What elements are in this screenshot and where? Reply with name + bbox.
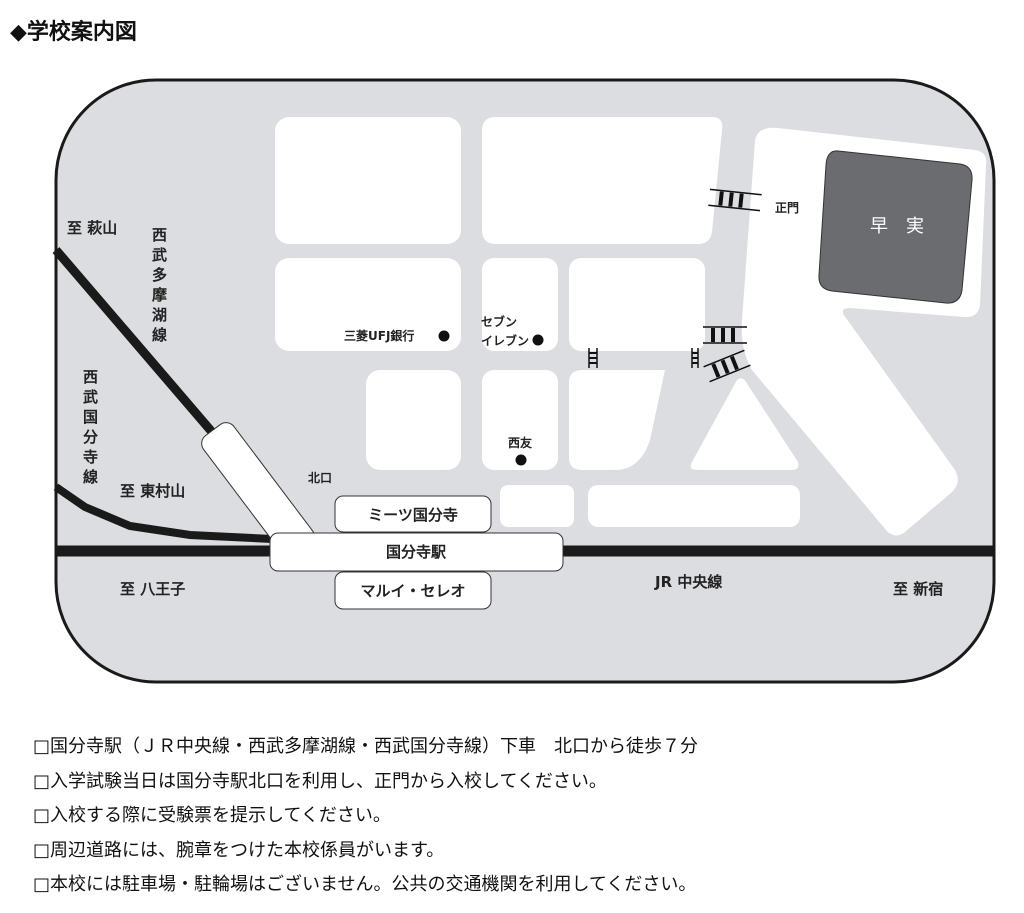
school-map: 早 実 ミーツ国分寺 国分寺駅 マルイ・セレオ 至 萩山 西武多摩湖線 西武国分… [52,78,996,684]
school-label: 早 実 [870,216,924,237]
seibu-kokubunji-label: 西武国分寺線 [83,368,98,486]
to-hachioji: 至 八王子 [120,580,185,598]
svg-text:線: 線 [83,468,98,486]
svg-text:西: 西 [83,368,98,386]
marui-cereo [334,571,492,610]
mufg-marker [438,330,450,342]
note-item: □入学試験当日は国分寺駅北口を利用し、正門から入校してください。 [33,770,607,792]
seven-eleven-label-1: セブン [481,314,517,329]
svg-text:武: 武 [83,388,98,406]
svg-text:分: 分 [83,428,98,446]
crosswalk-icons [588,188,762,383]
to-higashimurayama: 至 東村山 [120,482,185,500]
main-gate-label: 正門 [775,201,799,215]
seibu-tamako-line [52,247,216,435]
svg-text:湖: 湖 [152,306,167,324]
svg-text:武: 武 [152,246,167,264]
jr-chuo-label: JR 中央線 [654,573,722,591]
mufg-label: 三菱UFJ銀行 [344,328,414,343]
marui-label: マルイ・セレオ [360,582,465,600]
to-shinjuku: 至 新宿 [893,580,943,598]
note-item: □周辺道路には、腕章をつけた本校係員がいます。 [33,839,445,861]
meets-label: ミーツ国分寺 [368,506,458,524]
north-exit-label: 北口 [308,470,332,485]
access-notes: □国分寺駅（ＪＲ中央線・西武多摩湖線・西武国分寺線）下車 北口から徒歩７分 □入… [33,730,698,903]
note-item: □本校には駐車場・駐輪場はございません。公共の交通機関を利用してください。 [33,874,697,895]
svg-text:摩: 摩 [152,286,168,304]
note-item: □入校する際に受験票を提示してください。 [33,805,391,826]
svg-text:多: 多 [152,266,167,284]
seibu-tamako-label: 西武多摩湖線 [152,226,168,344]
seiyu-marker [515,454,527,466]
svg-text:寺: 寺 [83,448,98,466]
seven-eleven-label-2: イレブン [481,333,529,348]
seven-eleven-marker [532,334,544,346]
meets-kokubunji [334,495,492,533]
to-ogiyama: 至 萩山 [67,219,117,237]
svg-text:線: 線 [152,326,167,344]
page-title: ◆学校案内図 [10,20,137,45]
school-building [818,150,973,304]
svg-text:国: 国 [83,408,98,426]
kokubunji-station [269,532,564,572]
note-item: □国分寺駅（ＪＲ中央線・西武多摩湖線・西武国分寺線）下車 北口から徒歩７分 [33,736,699,757]
svg-text:西: 西 [152,226,167,244]
station-label: 国分寺駅 [386,543,447,561]
seibu-kokubunji-line [53,483,273,543]
seiyu-label: 西友 [508,435,532,450]
